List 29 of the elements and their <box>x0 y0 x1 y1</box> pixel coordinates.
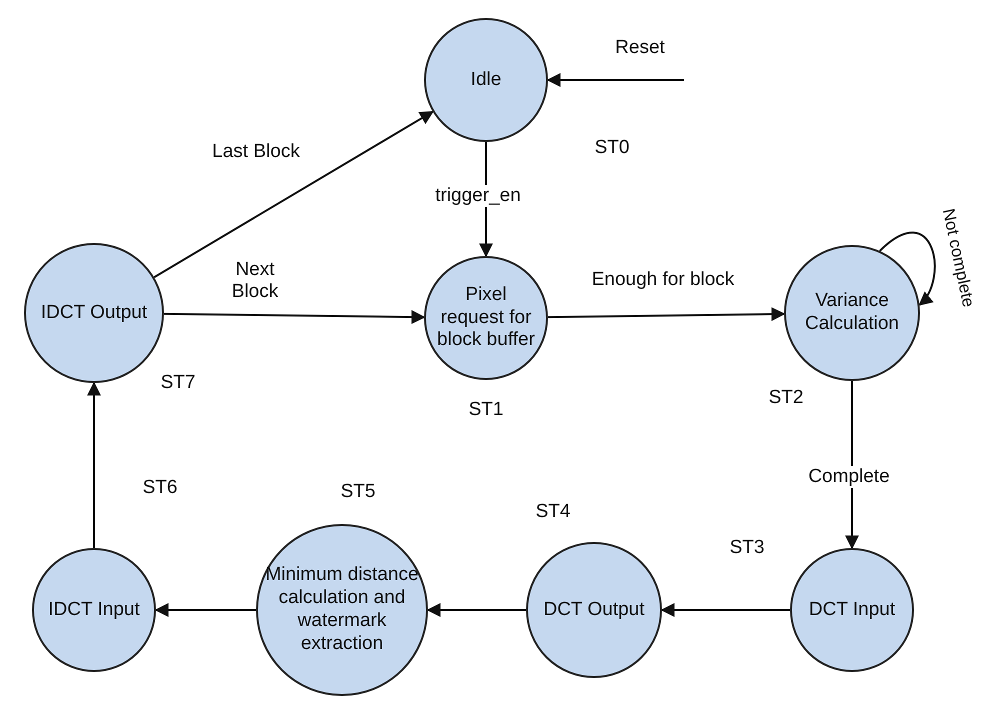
state-name: Pixel request for block buffer <box>436 284 536 352</box>
state-id: ST7 <box>160 372 196 394</box>
state-name: Variance Calculation <box>804 290 900 336</box>
edge-label: Complete <box>806 466 892 488</box>
arrow <box>845 381 859 550</box>
state-id: ST2 <box>768 387 804 409</box>
self-loop-arrow <box>879 232 936 306</box>
arrow <box>154 110 434 278</box>
edge-label: trigger_en <box>433 185 523 207</box>
arrow <box>154 603 256 617</box>
edge-label: Not complete <box>938 206 979 311</box>
state-id: ST6 <box>142 477 178 499</box>
state-name: IDCT Input <box>47 598 141 622</box>
state-name: Minimum distance calculation and watermark extraction <box>264 564 420 656</box>
state-name: IDCT Output <box>40 302 148 324</box>
arrow <box>548 307 786 322</box>
arrow <box>164 310 426 324</box>
state-id: ST1 <box>468 399 504 421</box>
state-name: Idle <box>470 68 502 92</box>
arrow <box>660 603 790 617</box>
state-name: DCT Output <box>542 598 646 622</box>
arrow <box>426 603 526 617</box>
state-id: ST4 <box>536 501 570 523</box>
arrow <box>546 73 684 87</box>
state-id: ST5 <box>340 481 376 503</box>
state-id: ST3 <box>730 537 764 559</box>
state-name: DCT Input <box>808 598 896 622</box>
arrow <box>87 382 101 548</box>
state-id: ST0 <box>594 137 630 159</box>
